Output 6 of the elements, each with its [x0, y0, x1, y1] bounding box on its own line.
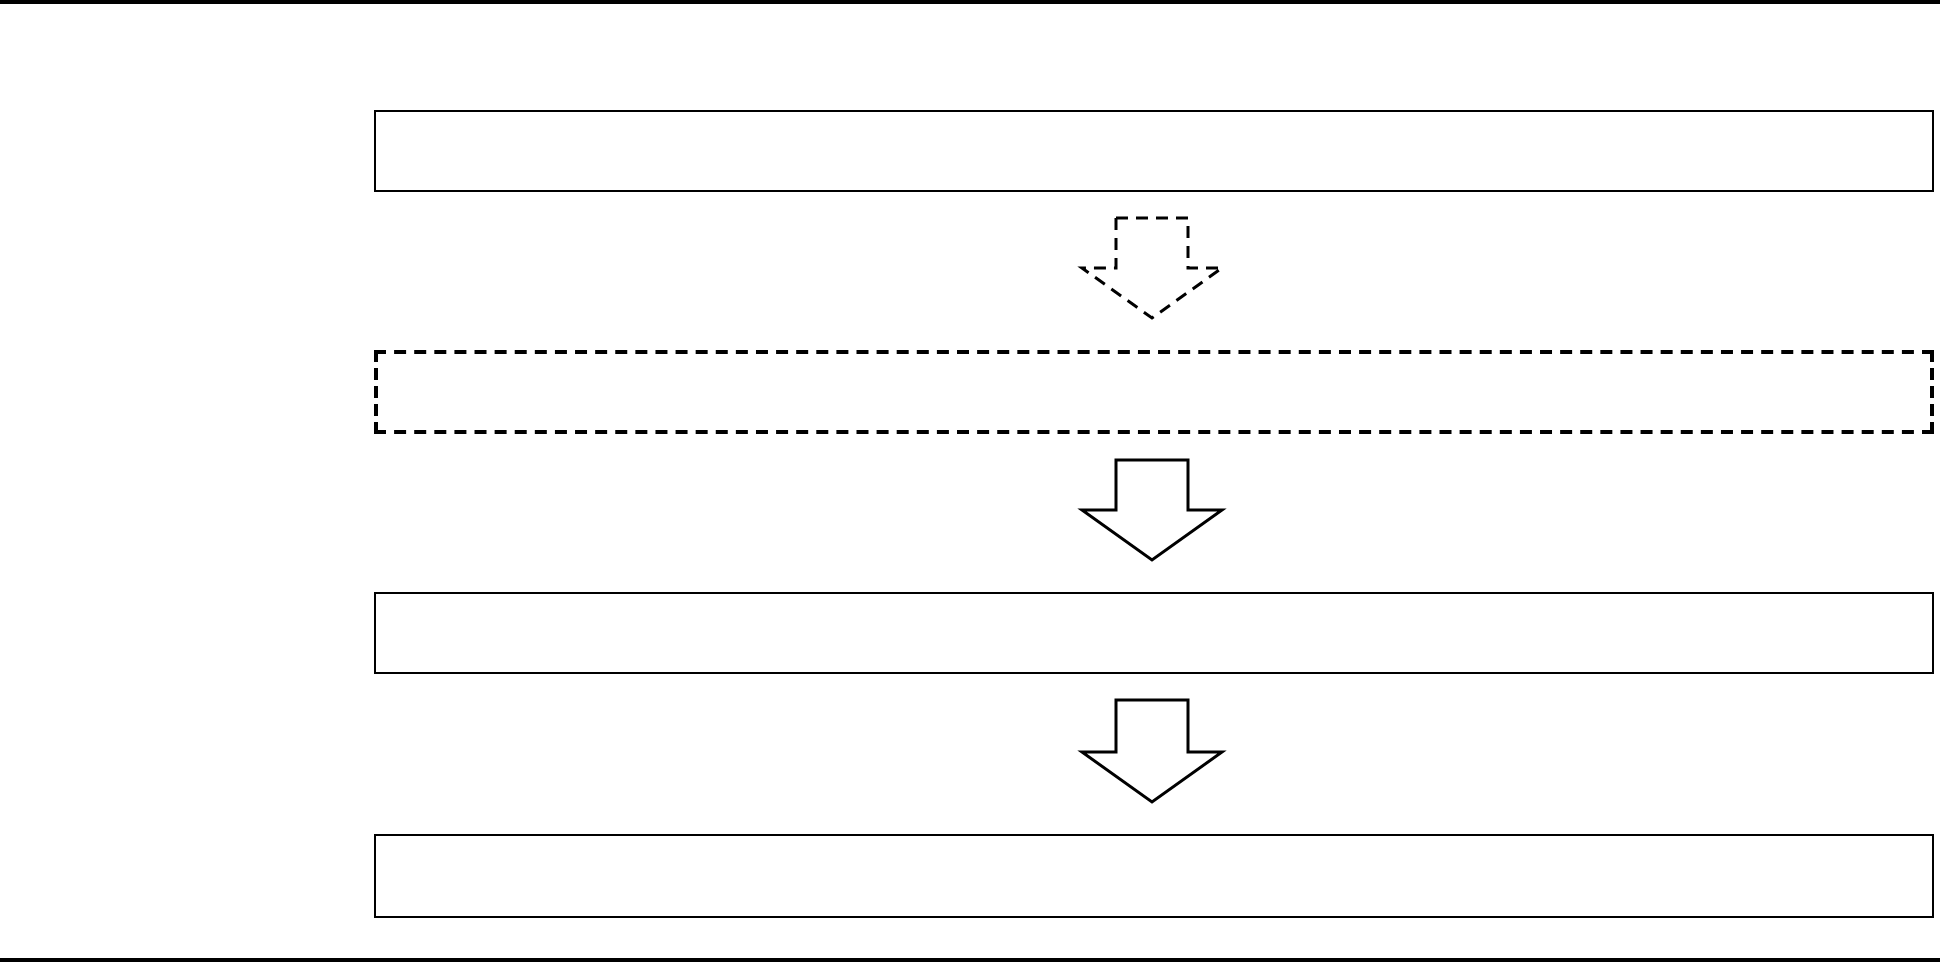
- process-box: [374, 834, 1934, 918]
- process-box: [374, 110, 1934, 192]
- block-arrow: [1077, 458, 1227, 562]
- block-arrow: [1077, 698, 1227, 804]
- process-box: [374, 592, 1934, 674]
- dashed-process-box: [374, 350, 1934, 434]
